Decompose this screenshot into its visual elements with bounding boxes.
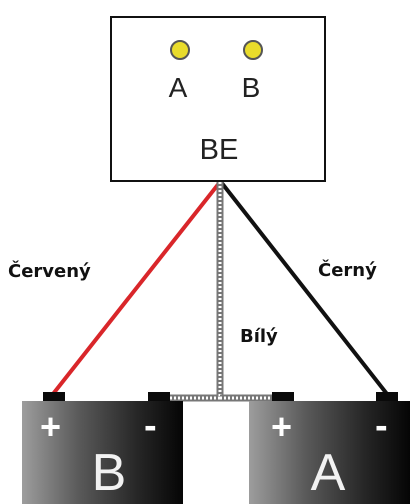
black-wire — [219, 180, 389, 396]
black-wire-label: Černý — [318, 260, 377, 281]
battery-b-minus-sign: - — [144, 405, 157, 447]
led-label-b: B — [241, 72, 261, 103]
battery-a-plus-sign: + — [271, 406, 293, 447]
led-label-a: A — [168, 72, 188, 103]
white-wire-label: Bílý — [240, 326, 278, 347]
red-wire — [51, 180, 222, 396]
red-wire-label: Červený — [8, 261, 91, 282]
white-wire — [158, 182, 283, 402]
indicator-led-b — [243, 40, 263, 60]
control-box-title: BE — [199, 134, 239, 166]
battery-b: + - B — [22, 401, 183, 504]
indicator-led-a — [170, 40, 190, 60]
control-box: A B BE — [110, 16, 326, 182]
battery-a: + - A — [249, 401, 410, 504]
battery-a-minus-sign: - — [375, 405, 388, 447]
battery-b-letter: B — [91, 444, 127, 502]
battery-a-letter: A — [310, 444, 346, 502]
battery-b-plus-sign: + — [40, 406, 62, 447]
